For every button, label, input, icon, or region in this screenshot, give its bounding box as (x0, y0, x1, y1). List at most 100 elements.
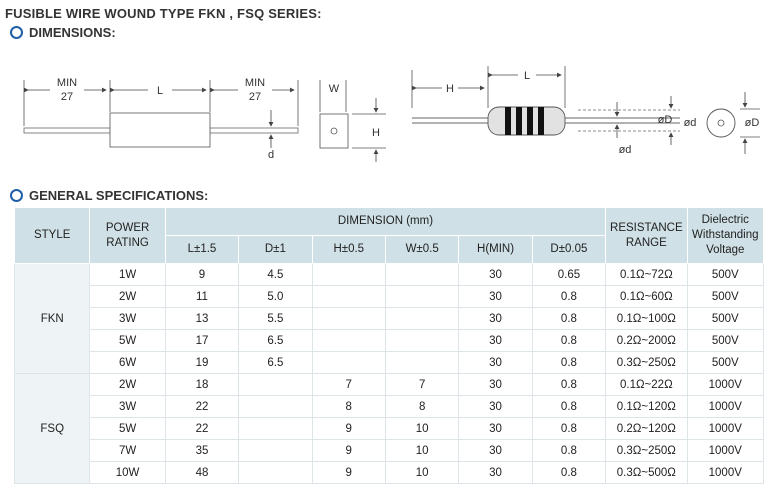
table-cell: 0.3Ω~250Ω (605, 439, 688, 462)
table-cell: 0.8 (531, 417, 607, 440)
table-cell: 0.1Ω~120Ω (605, 395, 688, 418)
specs-heading: GENERAL SPECIFICATIONS: (10, 188, 208, 203)
table-cell: 0.1Ω~22Ω (605, 373, 688, 396)
style-cell: FSQ (13, 373, 91, 484)
table-cell: 0.65 (531, 263, 607, 286)
table-cell: 35 (164, 439, 240, 462)
subheader-h: H±0.5 (311, 235, 386, 264)
dimension-diagrams: MIN 27 L MIN 27 d W H H L (23, 66, 760, 162)
table-cell: 500V (686, 285, 765, 308)
table-cell (238, 461, 313, 484)
fkn-end-diagram: ød øD (684, 92, 760, 154)
table-cell (384, 285, 460, 308)
subheader-d: D±1 (238, 235, 313, 264)
table-row: 6W 19 6.5 30 0.8 0.3Ω~250Ω 500V (15, 351, 765, 374)
table-cell: 30 (458, 263, 533, 286)
table-cell: 13 (164, 307, 240, 330)
page-title: FUSIBLE WIRE WOUND TYPE FKN , FSQ SERIES… (5, 6, 322, 21)
subheader-h-min: H(MIN) (458, 235, 533, 264)
header-dimension: DIMENSION (mm) (164, 207, 607, 236)
min-value-left: 27 (61, 91, 73, 103)
specs-heading-label: GENERAL SPECIFICATIONS: (29, 188, 209, 203)
table-cell (238, 439, 313, 462)
dimensions-heading-label: DIMENSIONS: (29, 25, 116, 40)
table-cell: 17 (164, 329, 240, 352)
table-cell: 10W (89, 461, 166, 484)
table-cell (311, 263, 386, 286)
bullet-ring-icon (10, 189, 23, 202)
header-dielectric: Dielectric Withstanding Voltage (686, 207, 765, 264)
table-cell: 8 (311, 395, 386, 418)
table-cell: 3W (89, 307, 166, 330)
height-label: H (372, 127, 380, 139)
table-cell (311, 285, 386, 308)
fkn-end-phi-D-label: øD (745, 117, 760, 129)
table-cell: 30 (458, 285, 533, 308)
table-cell: 10 (384, 461, 460, 484)
table-cell (238, 373, 313, 396)
fkn-phi-D-label: øD (658, 114, 673, 126)
fkn-h-label: H (446, 83, 454, 95)
dimensions-heading: DIMENSIONS: (10, 25, 116, 40)
table-cell: 500V (686, 307, 765, 330)
subheader-l: L±1.5 (164, 235, 240, 264)
lead-d-label: d (268, 149, 274, 161)
table-cell: 6.5 (238, 351, 313, 374)
table-row: FSQ 2W 18 7 7 30 0.8 0.1Ω~22Ω 1000V (13, 373, 765, 484)
table-cell: 1000V (686, 373, 765, 396)
table-cell (238, 395, 313, 418)
table-row: 2W 11 5.0 30 0.8 0.1Ω~60Ω 500V (15, 285, 765, 308)
table-cell: 0.8 (531, 329, 607, 352)
fkn-side-diagram: H L øD ød (411, 66, 680, 156)
table-cell: 10 (384, 417, 460, 440)
table-cell: 0.2Ω~120Ω (605, 417, 688, 440)
table-cell: 6W (89, 351, 166, 374)
table-cell: 0.1Ω~60Ω (605, 285, 688, 308)
table-cell: 0.8 (531, 285, 607, 308)
table-cell: 30 (458, 417, 533, 440)
min-label-right: MIN (245, 77, 265, 89)
table-row: 3W 13 5.5 30 0.8 0.1Ω~100Ω 500V (15, 307, 765, 330)
table-cell: 5W (89, 329, 166, 352)
table-cell: 30 (458, 329, 533, 352)
fkn-l-label: L (524, 70, 530, 82)
fsq-end-diagram: W H (319, 80, 386, 162)
table-cell (311, 351, 386, 374)
fsq-side-diagram: MIN 27 L MIN 27 d (23, 77, 299, 161)
table-cell: 500V (686, 329, 765, 352)
min-value-right: 27 (249, 91, 261, 103)
fkn-end-phi-d-label: ød (684, 117, 697, 129)
table-cell: 0.8 (531, 395, 607, 418)
specifications-table: STYLE POWER RATING DIMENSION (mm) RESIST… (13, 207, 765, 484)
table-cell: 9 (311, 461, 386, 484)
table-cell: 5.0 (238, 285, 313, 308)
table-row: 7W 35 9 10 30 0.8 0.3Ω~250Ω 1000V (15, 439, 765, 462)
table-cell: 30 (458, 439, 533, 462)
table-row: 3W 22 8 8 30 0.8 0.1Ω~120Ω 1000V (15, 395, 765, 418)
table-cell: 1000V (686, 461, 765, 484)
table-cell: 48 (164, 461, 240, 484)
table-cell (384, 263, 460, 286)
table-row: 5W 17 6.5 30 0.8 0.2Ω~200Ω 500V (15, 329, 765, 352)
table-cell: 0.1Ω~100Ω (605, 307, 688, 330)
header-style: STYLE (13, 207, 91, 264)
table-cell: 1000V (686, 417, 765, 440)
table-cell: 0.3Ω~250Ω (605, 351, 688, 374)
length-label: L (157, 85, 163, 97)
table-cell: 0.8 (531, 351, 607, 374)
table-cell: 18 (164, 373, 240, 396)
table-row: FKN 1W 9 4.5 30 0.65 0.1Ω~72Ω 500V (13, 263, 765, 374)
table-cell: 1000V (686, 395, 765, 418)
subheader-w: W±0.5 (384, 235, 460, 264)
width-label: W (329, 83, 340, 95)
table-cell (384, 307, 460, 330)
table-cell: 5.5 (238, 307, 313, 330)
table-cell (384, 351, 460, 374)
table-cell: 500V (686, 351, 765, 374)
table-cell: 6.5 (238, 329, 313, 352)
table-cell: 30 (458, 461, 533, 484)
table-row: 10W 48 9 10 30 0.8 0.3Ω~500Ω 1000V (15, 461, 765, 484)
table-cell: 8 (384, 395, 460, 418)
table-cell: 0.8 (531, 307, 607, 330)
table-cell: 9 (164, 263, 240, 286)
